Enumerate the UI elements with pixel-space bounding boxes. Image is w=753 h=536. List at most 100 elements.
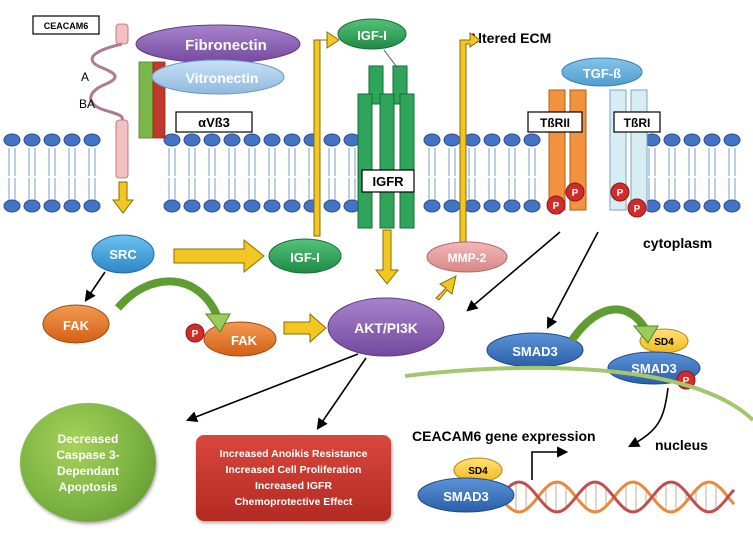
- tgfb-ligand-node: [561, 57, 643, 87]
- fak-node: [42, 304, 110, 344]
- igf1-node: [268, 238, 342, 274]
- integrin-label-box: [175, 111, 253, 133]
- lipid-head: [483, 199, 501, 213]
- arrow-ceacam6-to-src: [111, 181, 135, 214]
- arrow-igf1-autocrine: [313, 31, 340, 237]
- lipid-head: [163, 199, 181, 213]
- phospho-label: P: [553, 201, 560, 212]
- smad3-nuclear-node: [417, 477, 515, 513]
- tbrii-label: TßRII: [540, 116, 570, 130]
- igfr-receptor: [357, 65, 415, 229]
- arrow-smad-to-gene: [628, 387, 669, 448]
- tgfb-label: TGF-ß: [583, 66, 621, 81]
- sd4-nuclear-label: SD4: [468, 466, 488, 477]
- lipid-head: [663, 199, 681, 213]
- ceacam6-label-box: [32, 15, 100, 35]
- arrow-transcription-start: [531, 446, 569, 480]
- arrow-akt-to-mmp2: [435, 275, 457, 301]
- arrow-akt-to-apoptosis: [185, 353, 359, 422]
- tbrii-label-box: [527, 111, 583, 133]
- dna-helix: [498, 480, 736, 514]
- fak-label: FAK: [63, 318, 90, 333]
- arrow-src-to-igf1: [173, 238, 265, 274]
- lipid-head: [523, 133, 541, 147]
- igf1-ligand-label: IGF-I: [357, 28, 387, 43]
- lipid-head: [223, 133, 241, 147]
- smad3-complex-label: SMAD3: [631, 361, 677, 376]
- dna-strand: [498, 480, 736, 514]
- cellular-effects-outcome: Increased Anoikis Resistance Increased C…: [196, 435, 391, 521]
- lipid-head: [723, 199, 741, 213]
- outcome-text-line: Dependant: [56, 463, 119, 478]
- receptor-phospho-group: P P P P: [546, 182, 647, 218]
- phospho-label: P: [192, 329, 199, 340]
- lipid-head: [323, 133, 341, 147]
- altered-ecm-label: Altered ECM: [468, 30, 551, 46]
- arrow-igfr-to-akt: [374, 229, 400, 285]
- gene-expression-label: CEACAM6 gene expression: [412, 428, 596, 444]
- outcome-text-line: Increased Anoikis Resistance: [219, 448, 368, 460]
- igf1-label: IGF-I: [290, 250, 320, 265]
- igf1-binding-pointer: [383, 49, 397, 67]
- arrow-mmp2-to-ecm: [459, 32, 481, 243]
- outcome-text-line: Apoptosis: [58, 479, 118, 494]
- arrow-pfak-to-akt: [283, 312, 327, 344]
- smad3-nuclear-label: SMAD3: [443, 489, 489, 504]
- lipid-head: [503, 133, 521, 147]
- src-label: SRC: [109, 247, 137, 262]
- tbri-label-box: [613, 111, 661, 133]
- outcome-text-line: Chemoprotective Effect: [234, 496, 353, 508]
- phospho-badge: [627, 198, 647, 218]
- lipid-head: [63, 199, 81, 213]
- lipid-head: [43, 133, 61, 147]
- smad3-label: SMAD3: [512, 344, 558, 359]
- lipid-head: [283, 199, 301, 213]
- lipid-head: [203, 199, 221, 213]
- ceacam6-label: CEACAM6: [44, 21, 89, 31]
- lipid-head: [683, 133, 701, 147]
- arrow-src-to-fak: [84, 271, 106, 302]
- lipid-head: [183, 199, 201, 213]
- dna-strand: [498, 480, 736, 514]
- igfr-label: IGFR: [372, 174, 404, 189]
- lipid-head: [663, 133, 681, 147]
- curved-arrow-fak-activation: [114, 277, 231, 333]
- lipid-head: [523, 199, 541, 213]
- outcome-text-line: Decreased: [57, 431, 119, 446]
- src-node: [91, 234, 155, 274]
- phospho-label: P: [572, 188, 579, 199]
- lipid-head: [703, 199, 721, 213]
- lipid-head: [223, 199, 241, 213]
- lipid-head: [183, 133, 201, 147]
- lipid-head: [283, 133, 301, 147]
- lipid-head: [203, 133, 221, 147]
- phospho-badge: [185, 323, 205, 343]
- outcome-text-line: Caspase 3-: [56, 447, 120, 462]
- lipid-head: [263, 199, 281, 213]
- lipid-head: [683, 199, 701, 213]
- lipid-head: [703, 133, 721, 147]
- phospho-fak-node: [203, 321, 277, 357]
- lipid-head: [263, 133, 281, 147]
- smad3-complex-node: [607, 351, 701, 385]
- nucleus-label: nucleus: [655, 437, 708, 453]
- yellow-arrows: [111, 31, 481, 344]
- lipid-head: [443, 199, 461, 213]
- outcome-text-line: Increased Cell Proliferation: [225, 464, 362, 476]
- tbri-label: TßRI: [624, 116, 651, 130]
- domain-ba-label: BA: [79, 97, 95, 111]
- fibronectin-label: Fibronectin: [185, 37, 267, 54]
- domain-a-label: A: [81, 70, 89, 84]
- vitronectin-label: Vitronectin: [186, 70, 259, 86]
- igf1-ligand-node: [337, 18, 407, 50]
- curved-arrow-smad-complex: [568, 305, 659, 344]
- akt-pi3k-label: AKT/PI3K: [354, 320, 418, 336]
- decreased-apoptosis-outcome: Decreased Caspase 3- Dependant Apoptosis: [20, 403, 156, 522]
- lipid-head: [63, 133, 81, 147]
- lipid-head: [323, 199, 341, 213]
- phospho-label: P: [683, 376, 690, 387]
- lipid-head: [3, 199, 21, 213]
- outcome-text-line: Increased IGFR: [254, 480, 332, 492]
- cell-membrane: [3, 133, 741, 213]
